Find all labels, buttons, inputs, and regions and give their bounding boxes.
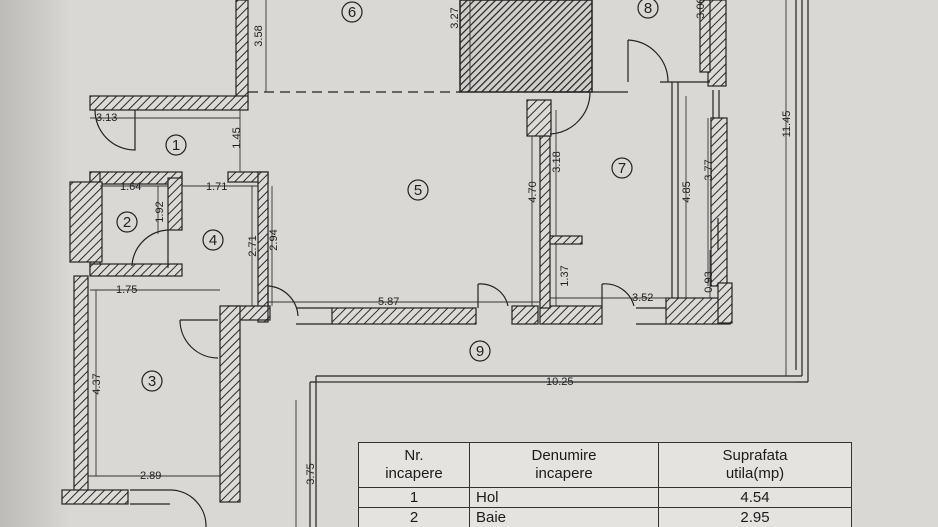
dim-2-94: 2.94 xyxy=(268,229,280,250)
cell-name: Hol xyxy=(469,487,659,508)
header-name-line2: incapere xyxy=(535,465,593,482)
room-number-6: 6 xyxy=(348,4,356,21)
dim-1-37: 1.37 xyxy=(559,265,571,286)
table-row: 1 Hol 4.54 xyxy=(358,487,852,508)
room-number-3: 3 xyxy=(148,373,156,390)
cell-area: 2.95 xyxy=(658,507,852,527)
dim-4-85: 4.85 xyxy=(681,181,693,202)
door-swings xyxy=(94,39,669,527)
dim-11-45: 11.45 xyxy=(781,111,793,138)
cell-nr: 1 xyxy=(358,487,470,508)
header-area-line1: Suprafata xyxy=(722,447,788,464)
room-markers xyxy=(116,0,659,392)
room-number-8: 8 xyxy=(644,0,652,17)
room-number-9: 9 xyxy=(476,343,484,360)
room-number-2: 2 xyxy=(123,214,131,231)
header-nr-line2: incapere xyxy=(385,465,443,482)
room-number-4: 4 xyxy=(209,232,217,249)
dim-4-37: 4.37 xyxy=(91,373,103,394)
dim-5-87: 5.87 xyxy=(378,296,399,308)
dim-2-71: 2.71 xyxy=(247,235,259,256)
table-row: 2 Baie 2.95 xyxy=(358,507,852,527)
dim-3-77: 3.77 xyxy=(703,159,715,180)
dimension-lines xyxy=(88,0,796,527)
dim-10-25: 10.25 xyxy=(546,376,574,388)
dim-3-58: 3.58 xyxy=(253,25,265,46)
room-numbers: 6 8 1 2 4 5 7 3 9 xyxy=(123,0,652,390)
room-number-1: 1 xyxy=(172,137,180,154)
walls xyxy=(61,0,733,505)
room-number-7: 7 xyxy=(618,160,626,177)
dim-1-45: 1.45 xyxy=(231,127,243,148)
cell-name: Baie xyxy=(469,507,659,527)
dim-1-75: 1.75 xyxy=(116,284,137,296)
dim-2-89: 2.89 xyxy=(140,470,161,482)
header-name-line1: Denumire xyxy=(531,447,597,464)
dim-4-70: 4.70 xyxy=(527,181,539,202)
dim-3-18: 3.18 xyxy=(551,151,563,172)
paper-edge-shadow xyxy=(0,0,70,527)
cell-nr: 2 xyxy=(358,507,470,527)
header-nr: Nr.incapere xyxy=(358,442,470,488)
dim-3-75: 3.75 xyxy=(305,463,317,484)
room-number-5: 5 xyxy=(414,182,422,199)
header-area-line2: utila(mp) xyxy=(725,465,785,482)
stair-block xyxy=(459,0,593,93)
cell-area: 4.54 xyxy=(658,487,852,508)
dim-3-13: 3.13 xyxy=(96,112,117,124)
header-nr-line1: Nr. xyxy=(404,447,424,464)
dim-3-27: 3.27 xyxy=(449,7,461,28)
dim-0-93: 0.93 xyxy=(703,271,715,292)
dim-3-00: 3.00 xyxy=(695,0,707,19)
dim-3-52: 3.52 xyxy=(632,292,653,304)
dim-1-92: 1.92 xyxy=(154,201,166,222)
dim-1-71: 1.71 xyxy=(206,181,227,193)
dim-1-64: 1.64 xyxy=(120,181,141,193)
dimension-labels: 3.58 3.27 3.00 3.13 1.45 1.64 1.71 1.92 … xyxy=(91,0,793,485)
